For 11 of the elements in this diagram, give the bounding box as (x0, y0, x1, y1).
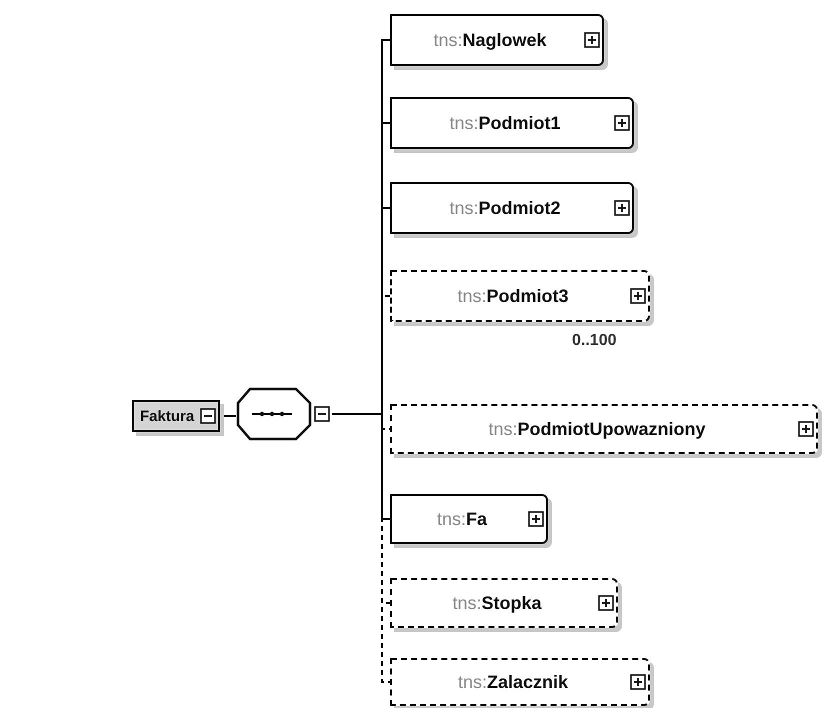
element-name: tns:Naglowek (433, 30, 547, 50)
element-name: tns:Podmiot2 (449, 198, 561, 218)
element-name: tns:Podmiot1 (449, 112, 561, 134)
element-name: tns:Zalacznik (458, 672, 568, 692)
element-name: tns:Podmiot3 (457, 286, 569, 306)
element-name: Faktura (140, 408, 194, 424)
element-name: tns:Fa (436, 508, 488, 530)
connector-line (332, 413, 390, 683)
element-name: tns:PodmiotUpowazniony (488, 418, 706, 440)
occurrence-label: 0..100 (572, 332, 616, 350)
element-name: tns:Stopka (452, 592, 542, 614)
